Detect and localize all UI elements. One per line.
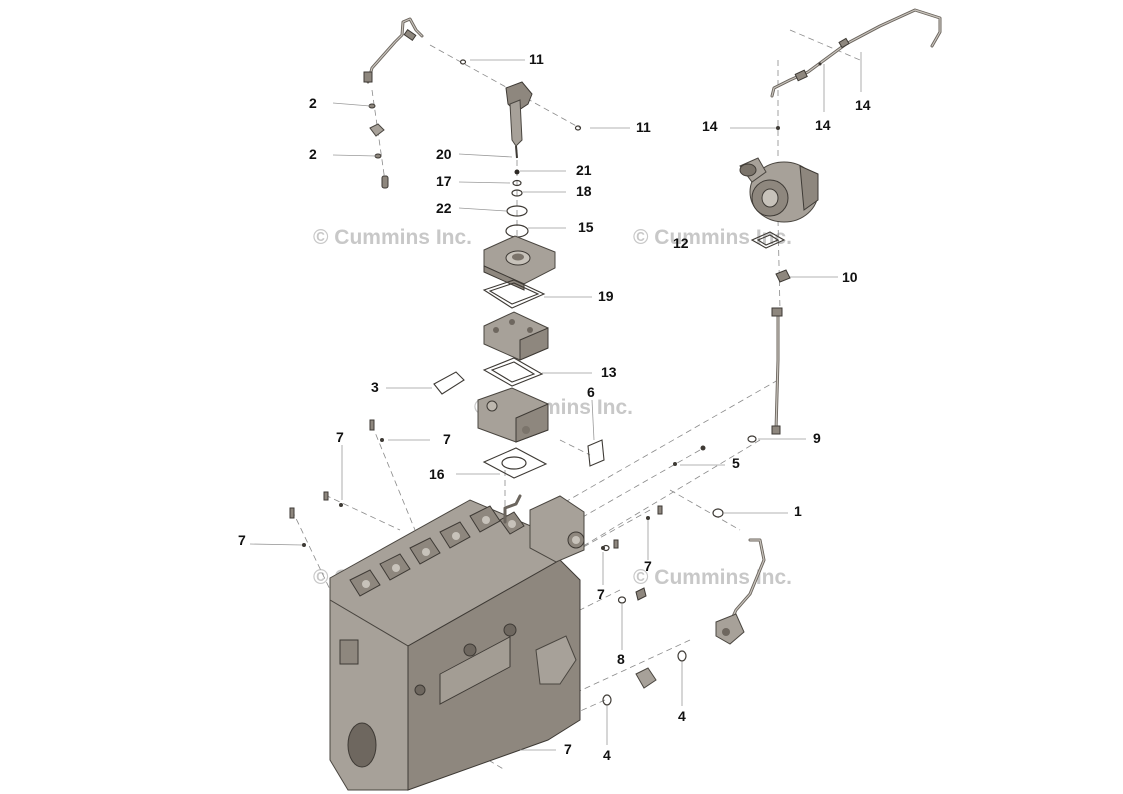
rocker-housing [483,235,556,291]
turbo-oil-line [770,8,942,130]
cylinder-head-unit [477,387,549,443]
callout-15: 15 [578,219,594,235]
callout-labels: 11 11 2 2 20 21 17 18 22 15 19 13 3 6 7 … [238,51,871,763]
callout-4-left: 4 [603,747,611,763]
rocker-base [483,311,549,361]
callout-18: 18 [576,183,592,199]
fuel-injector [459,59,582,159]
plug-and-rings [602,544,687,706]
fuel-line-left [363,17,424,84]
callout-2-upper: 2 [309,95,317,111]
callout-13: 13 [601,364,617,380]
callout-12: 12 [673,235,689,251]
callout-7-e: 7 [644,558,652,574]
callout-21: 21 [576,162,592,178]
callout-7-f: 7 [564,741,572,757]
fittings-left [368,103,389,189]
gasket-13 [482,357,544,387]
head-gasket-16 [482,447,548,479]
callout-4-right: 4 [678,708,686,724]
watermark-2: © Cummins Inc. [633,226,792,249]
callout-11-right: 11 [636,119,651,135]
callout-7-d: 7 [597,586,605,602]
callout-14-right: 14 [855,97,871,113]
turbo-gasket-12 [750,231,786,249]
watermark-5: © Cummins Inc. [633,566,792,589]
callout-5: 5 [732,455,740,471]
callout-3: 3 [371,379,379,395]
callout-14-mid: 14 [815,117,831,133]
callout-6: 6 [587,384,595,400]
callout-11-top: 11 [529,51,544,67]
callout-14-left: 14 [702,118,718,134]
callout-2-lower: 2 [309,146,317,162]
callout-20: 20 [436,146,452,162]
callout-17: 17 [436,173,452,189]
coolant-tube [712,508,766,645]
gasket-6 [587,439,605,467]
callout-8: 8 [617,651,625,667]
oil-drain-tube [747,307,783,443]
callout-1: 1 [794,503,802,519]
callout-19: 19 [598,288,614,304]
callout-7-b: 7 [443,431,451,447]
valve-covers [349,505,525,597]
gasket-19 [482,279,546,309]
callout-10: 10 [842,269,858,285]
callout-22: 22 [436,200,452,216]
engine-block [329,494,585,791]
callout-7-a: 7 [336,429,344,445]
callout-16: 16 [429,466,445,482]
leader-lines [249,52,862,751]
turbocharger [739,157,819,223]
callout-9: 9 [813,430,821,446]
fitting-10 [775,269,791,283]
watermark-1: © Cummins Inc. [313,226,472,249]
gasket-3 [433,371,465,395]
callout-7-c: 7 [238,532,246,548]
